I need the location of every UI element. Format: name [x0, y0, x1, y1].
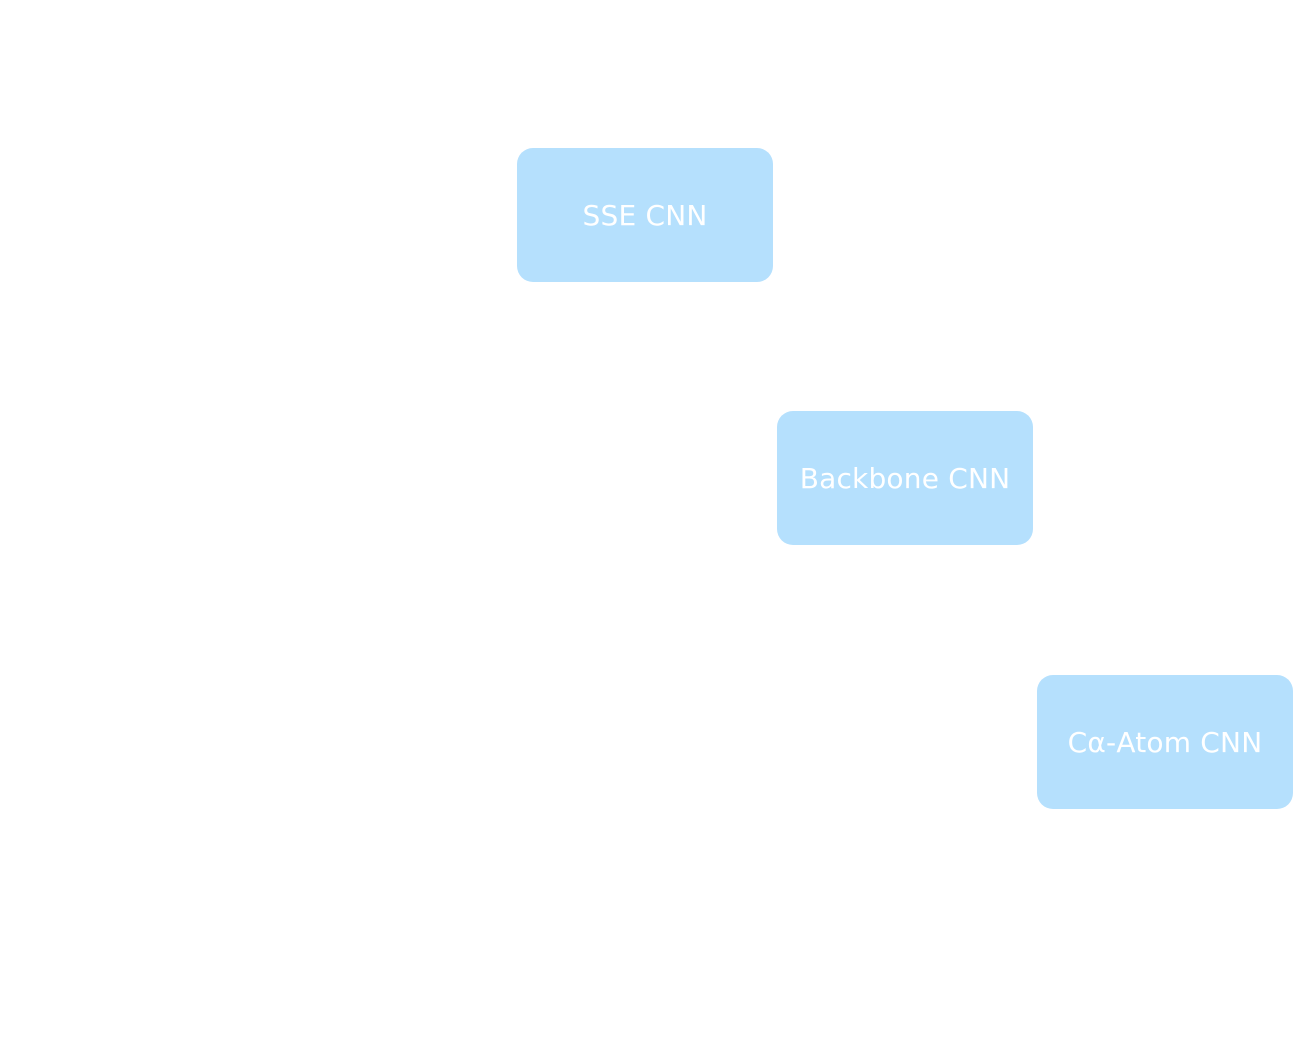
- backbone-cnn-label: Backbone CNN: [799, 461, 1011, 495]
- sse-cnn-node: SSE CNN: [517, 148, 773, 282]
- calpha-atom-cnn-node: Cα-Atom CNN: [1037, 675, 1293, 809]
- calpha-atom-cnn-label: Cα-Atom CNN: [1067, 725, 1263, 759]
- backbone-cnn-node: Backbone CNN: [777, 411, 1033, 545]
- sse-cnn-label: SSE CNN: [582, 198, 708, 232]
